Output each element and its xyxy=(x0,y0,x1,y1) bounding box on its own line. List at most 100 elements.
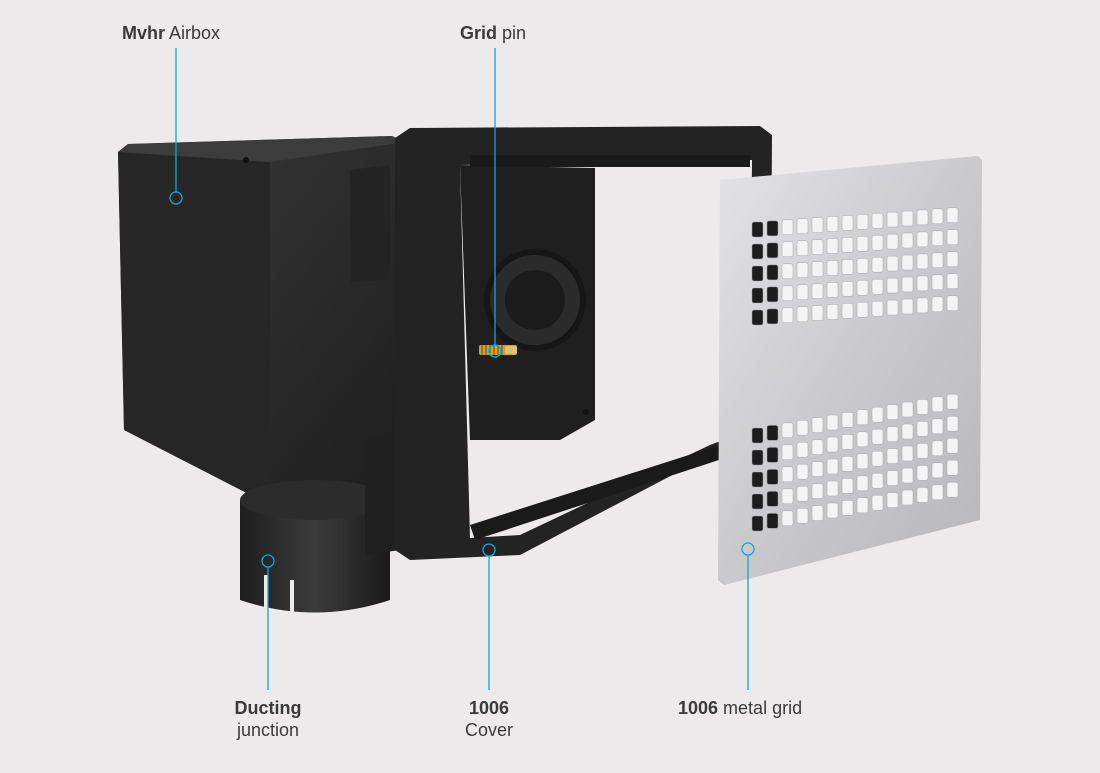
perforation-hole xyxy=(916,421,929,437)
perforation-hole xyxy=(766,286,779,303)
perforation-hole xyxy=(901,423,914,440)
perforation-hole xyxy=(901,401,914,418)
airbox xyxy=(118,136,420,620)
perforation-hole xyxy=(931,296,944,313)
perforation-hole xyxy=(871,234,884,251)
perforations-lower-holes xyxy=(751,393,959,532)
perforation-hole xyxy=(931,462,944,479)
perforation-hole xyxy=(931,418,944,435)
perforation-hole xyxy=(886,233,899,250)
perforation-hole xyxy=(841,259,854,275)
perforation-hole xyxy=(856,258,869,274)
cover-frame xyxy=(395,126,772,560)
perforation-hole xyxy=(751,265,764,282)
marker-ducting-junction xyxy=(261,554,275,568)
perforation-hole xyxy=(781,263,794,280)
perforation-hole xyxy=(751,221,764,238)
perforation-hole xyxy=(886,211,899,228)
perforation-hole xyxy=(901,254,914,271)
perforation-hole xyxy=(766,308,779,325)
perforation-hole xyxy=(841,281,854,297)
perforation-hole xyxy=(856,409,869,426)
marker-mvhr-airbox xyxy=(169,191,183,205)
marker-cover xyxy=(482,543,496,557)
perforation-hole xyxy=(841,215,854,231)
perforation-hole xyxy=(946,459,959,476)
perforation-hole xyxy=(901,210,914,227)
label-cover-line2: Cover xyxy=(464,720,514,740)
label-grid-pin-bold: Grid xyxy=(460,23,498,43)
label-ducting-junction: Ducting junction xyxy=(235,697,302,741)
perforation-hole xyxy=(796,306,809,322)
perforation-hole xyxy=(931,230,944,247)
perforation-hole xyxy=(871,428,884,445)
perforation-hole xyxy=(781,488,794,505)
perforation-hole xyxy=(811,439,824,455)
perforation-hole xyxy=(781,510,794,527)
perforation-hole xyxy=(826,282,839,298)
perforation-hole xyxy=(826,414,839,431)
perforation-hole xyxy=(766,469,779,485)
perforation-hole xyxy=(751,493,764,510)
marker-grid-pin xyxy=(488,344,502,358)
perforation-hole xyxy=(946,415,959,432)
perforation-hole xyxy=(751,309,764,326)
perforation-hole xyxy=(916,465,929,481)
perforation-hole xyxy=(766,242,779,259)
label-ducting-junction-line1: Ducting xyxy=(234,698,302,718)
perforation-hole xyxy=(796,507,809,524)
metal-grid-plate xyxy=(718,156,982,585)
perforation-hole xyxy=(841,237,854,253)
perforation-hole xyxy=(841,434,854,450)
perforation-hole xyxy=(781,241,794,258)
perforation-hole xyxy=(781,444,794,461)
perforation-hole xyxy=(811,217,824,233)
perforations-upper-holes xyxy=(751,207,959,326)
perforation-hole xyxy=(826,216,839,232)
perforation-hole xyxy=(781,466,794,483)
perforation-hole xyxy=(901,298,914,315)
perforation-hole xyxy=(871,278,884,295)
perforation-hole xyxy=(841,303,854,319)
perforation-hole xyxy=(796,419,809,436)
perforation-hole xyxy=(886,470,899,486)
perforation-hole xyxy=(856,497,869,514)
perforation-hole xyxy=(796,218,809,234)
perforation-hole xyxy=(901,232,914,249)
perforation-hole xyxy=(781,307,794,324)
perforation-hole xyxy=(901,467,914,484)
perforation-hole xyxy=(871,300,884,317)
perforation-hole xyxy=(796,262,809,278)
perforation-hole xyxy=(826,260,839,276)
perforation-hole xyxy=(826,458,839,475)
perforation-hole xyxy=(886,277,899,294)
perforation-hole xyxy=(841,478,854,494)
perforation-hole xyxy=(796,463,809,480)
perforation-hole xyxy=(946,273,959,289)
perforation-hole xyxy=(796,485,809,502)
perforation-hole xyxy=(811,483,824,499)
perforation-hole xyxy=(826,502,839,519)
perforation-hole xyxy=(871,450,884,467)
perforation-hole xyxy=(931,484,944,501)
marker-metal-grid xyxy=(741,542,755,556)
perforation-hole xyxy=(751,515,764,532)
perforation-hole xyxy=(871,472,884,489)
perforation-hole xyxy=(811,261,824,277)
perforation-hole xyxy=(916,231,929,248)
perforation-hole xyxy=(871,494,884,511)
label-mvhr-airbox: Mvhr Airbox xyxy=(122,22,220,44)
perforation-hole xyxy=(856,302,869,318)
label-mvhr-airbox-rest: Airbox xyxy=(165,23,221,43)
perforation-hole xyxy=(886,255,899,272)
label-cover-line1: 1006 xyxy=(468,698,510,718)
perforation-hole xyxy=(826,480,839,497)
perforation-hole xyxy=(856,236,869,252)
label-ducting-junction-line2: junction xyxy=(236,720,300,740)
perforation-hole xyxy=(811,305,824,321)
perforation-hole xyxy=(781,422,794,439)
perforation-hole xyxy=(886,404,899,420)
perforation-hole xyxy=(811,239,824,255)
perforation-hole xyxy=(796,240,809,256)
